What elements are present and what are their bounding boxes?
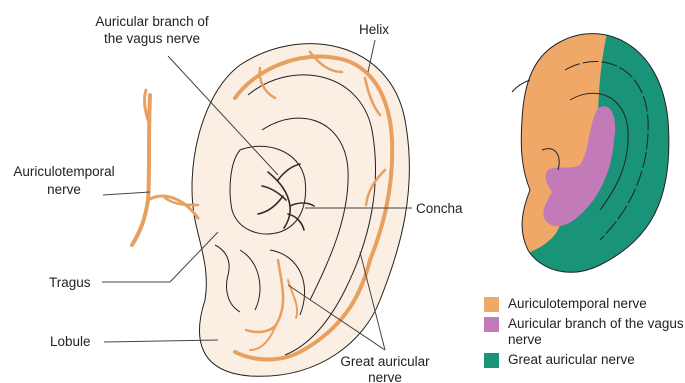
legend-item-vagus-branch: Auricular branch of the vagus nerve [484,316,685,348]
legend-swatch-vagus-branch [484,317,499,332]
label-great-auricular-line1: Great auricular [340,354,430,369]
label-auricular-branch-line1: Auricular branch of [95,14,209,29]
legend-swatch-auriculotemporal [484,297,499,312]
legend-swatch-great-auricular [484,353,499,368]
auriculotemporal-nerve [132,90,198,245]
label-concha: Concha [416,201,463,216]
label-tragus: Tragus [49,275,91,290]
small-ear [505,20,680,290]
label-helix: Helix [359,22,389,37]
legend: Auriculotemporal nerve Auricular branch … [484,296,685,372]
ear-outline [192,44,409,377]
legend-label-auriculotemporal: Auriculotemporal nerve [508,296,685,312]
label-auriculotemporal-line1: Auriculotemporal [13,164,114,179]
legend-item-auriculotemporal: Auriculotemporal nerve [484,296,685,312]
label-auriculotemporal-line2: nerve [47,182,81,197]
label-great-auricular-line2: nerve [368,370,402,383]
label-auricular-branch-line2: the vagus nerve [104,31,200,46]
legend-item-great-auricular: Great auricular nerve [484,352,685,368]
legend-label-vagus-branch: Auricular branch of the vagus nerve [508,316,685,348]
label-lobule: Lobule [50,334,91,349]
large-ear [192,44,409,377]
legend-label-great-auricular: Great auricular nerve [508,352,685,368]
